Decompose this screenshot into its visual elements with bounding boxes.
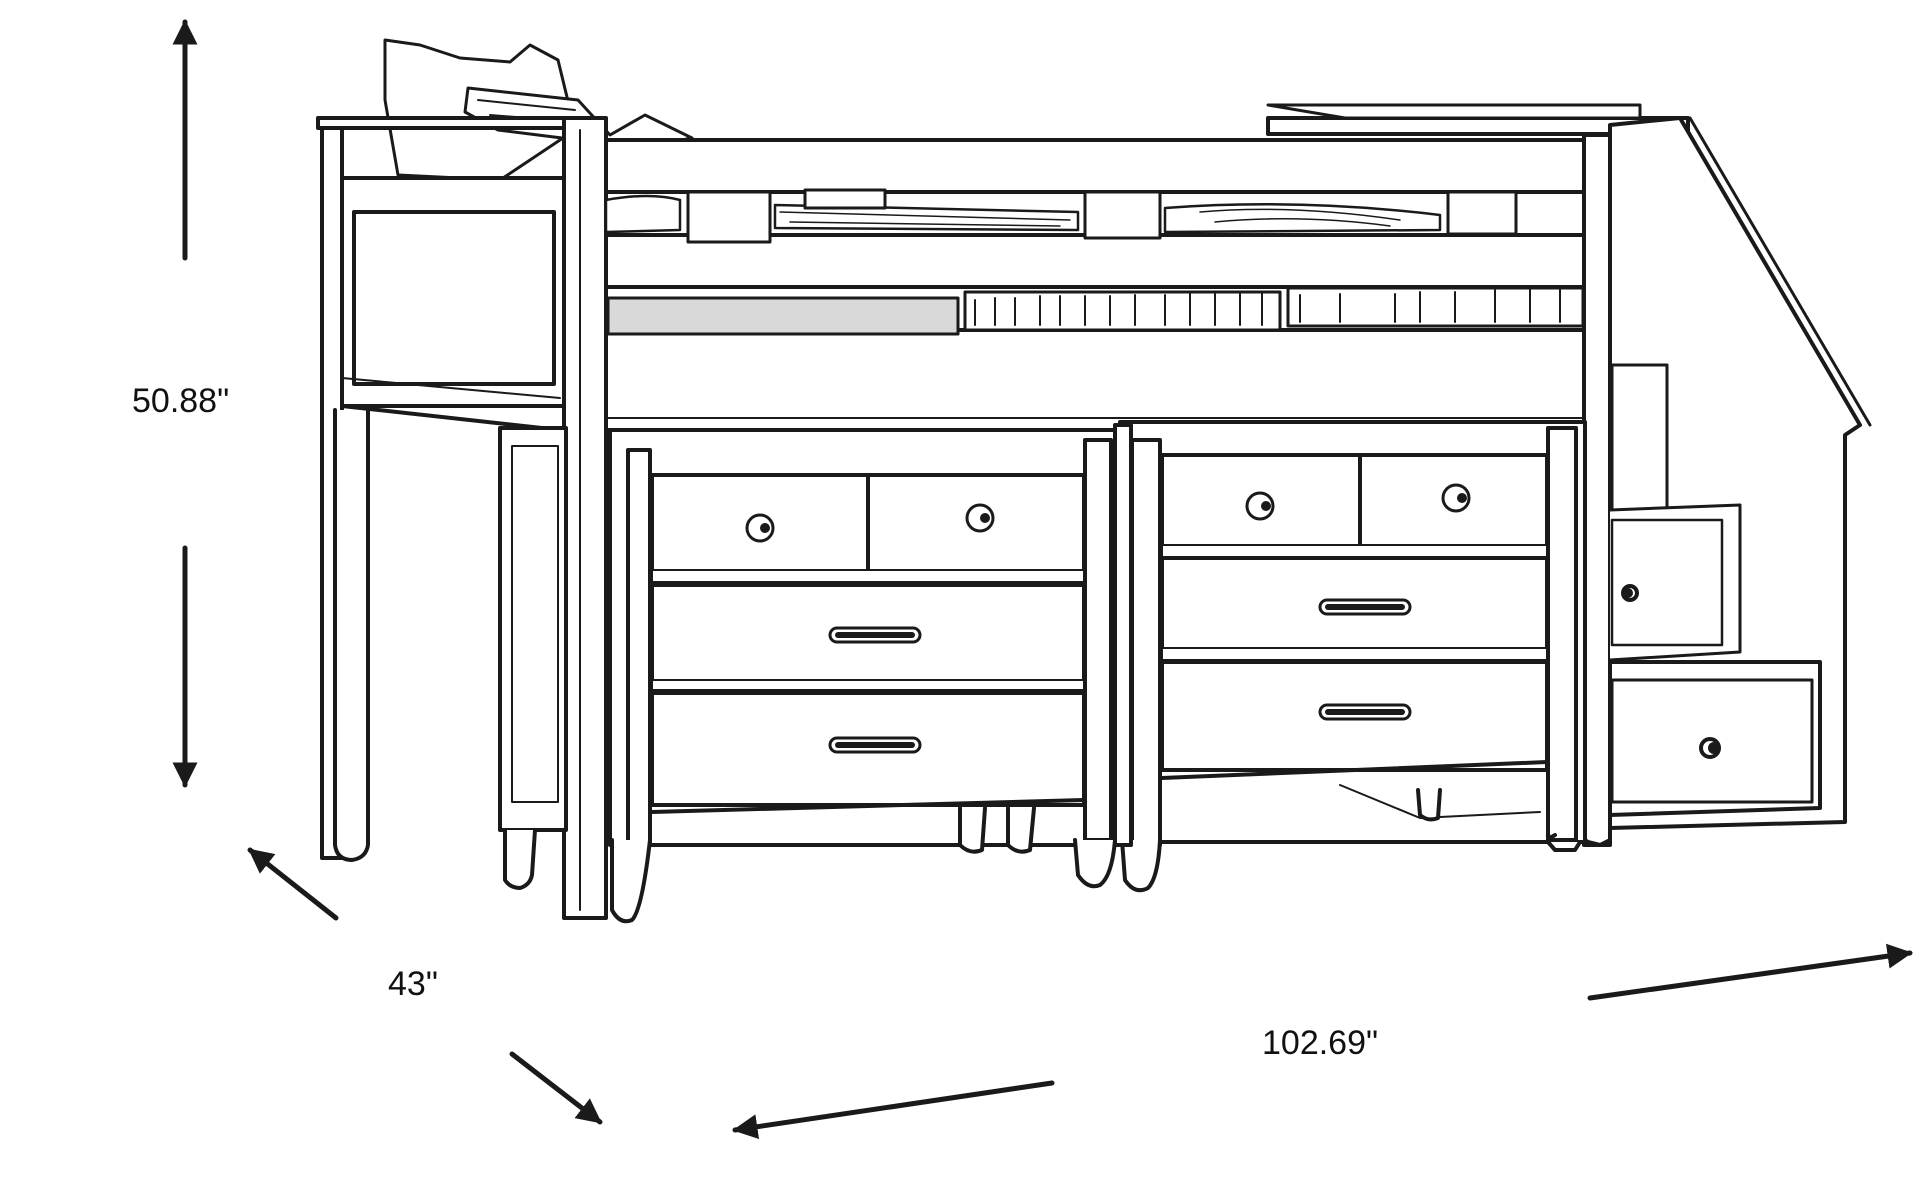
height-label: 50.88" (132, 382, 230, 420)
staircase (1608, 116, 1872, 830)
depth-label: 43" (388, 965, 438, 1003)
left-dresser-hardware (745, 503, 995, 754)
front-right-bottom-post (1113, 423, 1133, 847)
front-left-post (562, 116, 608, 920)
right-dresser-hardware (1245, 483, 1471, 721)
width-dimension-arrow (732, 943, 1913, 1140)
guard-rail-brackets (686, 188, 1518, 244)
left-dresser (608, 428, 1117, 924)
rear-right-leg (1546, 838, 1612, 852)
side-rail-slats (606, 286, 1585, 336)
mattress-top (604, 194, 1442, 234)
bed-upper-rails (604, 138, 1586, 432)
right-dresser (1118, 420, 1587, 893)
width-label: 102.69" (1262, 1024, 1379, 1062)
depth-dimension-arrow (247, 847, 603, 1125)
left-side-chest (498, 426, 568, 890)
right-post (1266, 103, 1690, 847)
